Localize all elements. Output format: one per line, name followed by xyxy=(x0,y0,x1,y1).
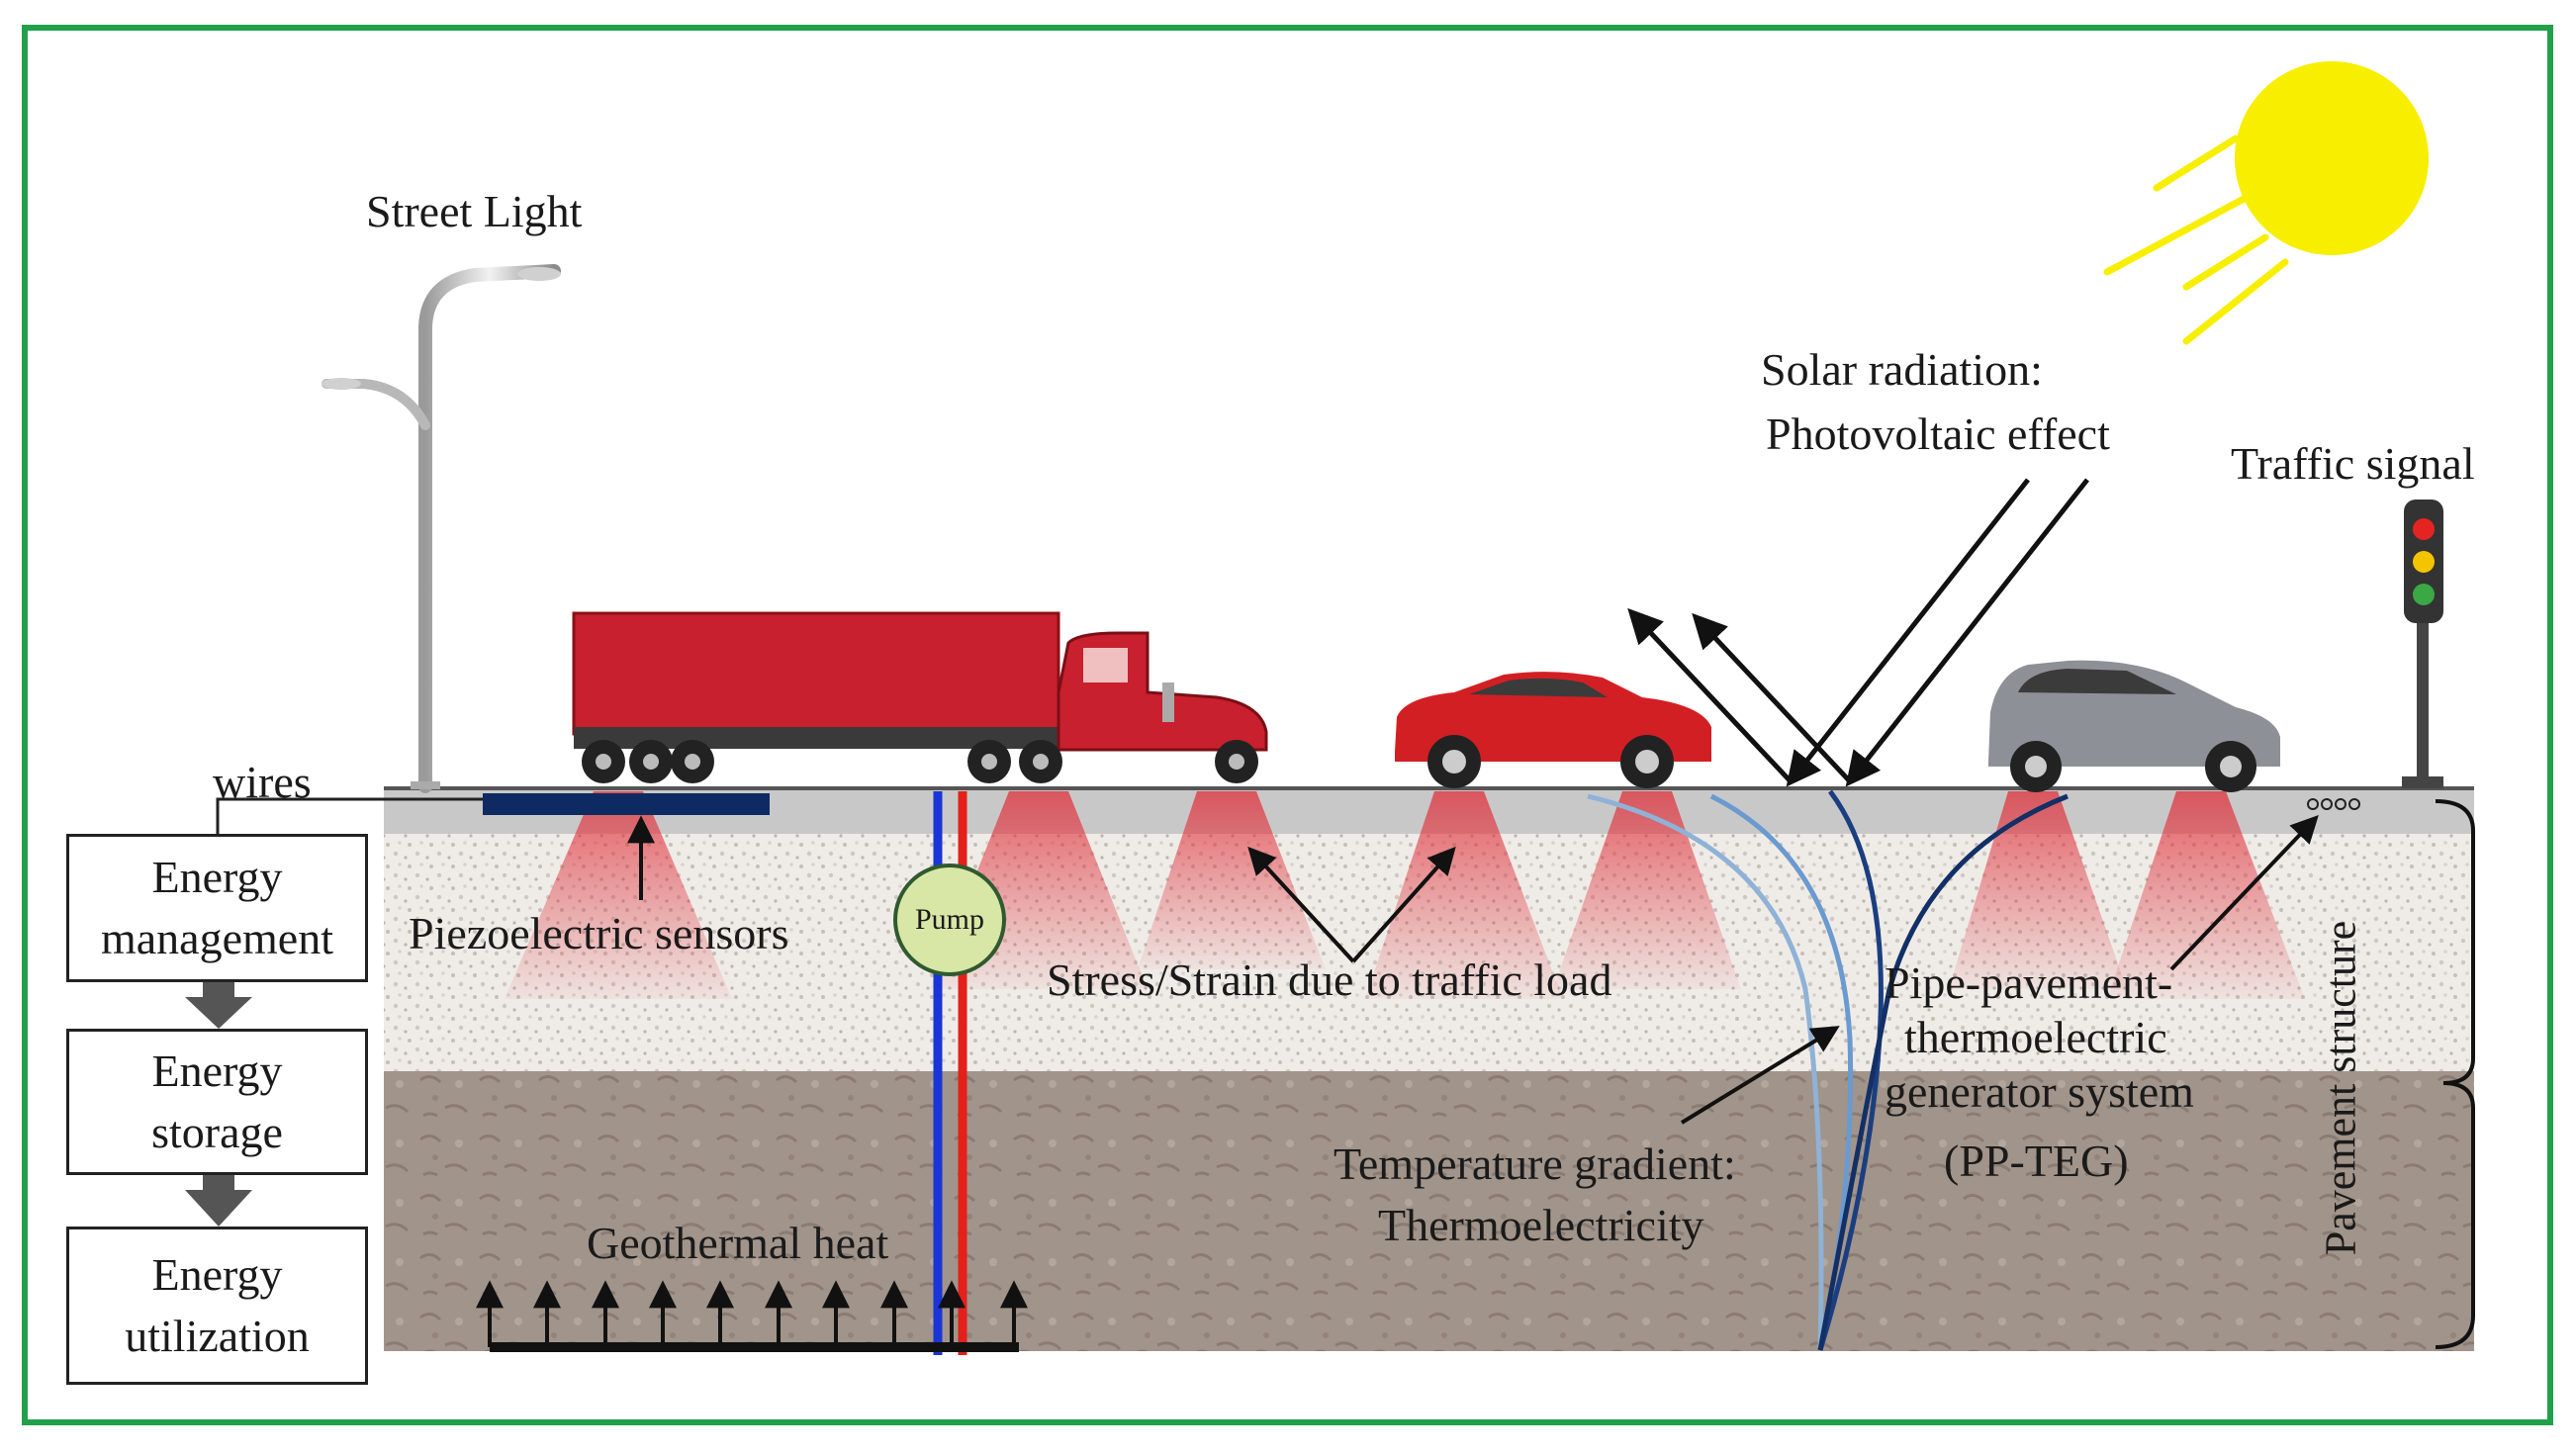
box-line: storage xyxy=(151,1107,283,1157)
sun-icon xyxy=(2103,61,2429,345)
energy-utilization-box: Energy utilization xyxy=(66,1227,368,1385)
box-line: utilization xyxy=(125,1311,310,1361)
box-line: Energy xyxy=(151,851,283,902)
temp-label-line1: Temperature gradient: xyxy=(1334,1138,1736,1189)
piezo-label: Piezoelectric sensors xyxy=(409,908,789,958)
box-line: Energy xyxy=(151,1248,283,1300)
temp-label-line2: Thermoelectricity xyxy=(1378,1200,1704,1250)
wires-label: wires xyxy=(213,757,312,807)
pavement-brace xyxy=(2435,799,2475,1349)
teg-label-line2: thermoelectric xyxy=(1904,1012,2167,1062)
geothermal-arrows xyxy=(476,1280,1028,1352)
red-car-icon xyxy=(1395,672,1711,788)
geothermal-label: Geothermal heat xyxy=(587,1218,889,1268)
street-light-label: Street Light xyxy=(366,186,583,236)
energy-storage-box: Energy storage xyxy=(66,1029,368,1175)
flow-arrows xyxy=(185,982,252,1227)
box-line: Energy xyxy=(151,1045,283,1096)
pump-label: Pump xyxy=(914,903,985,936)
outer-frame xyxy=(22,25,2553,1425)
energy-management-box: Energy management xyxy=(66,834,368,982)
solar-arrows xyxy=(1627,478,2089,787)
teg-label-line1: Pipe-pavement- xyxy=(1885,957,2173,1008)
pavement-structure-label: Pavement structure xyxy=(2316,920,2365,1256)
stress-label: Stress/Strain due to traffic load xyxy=(1047,955,1612,1005)
box-line: management xyxy=(100,913,333,963)
sensor-dots xyxy=(2307,798,2360,810)
solar-label-line2: Photovoltaic effect xyxy=(1766,409,2110,459)
wire-line xyxy=(216,797,483,836)
pipe-curves xyxy=(1587,789,2069,1351)
solar-label-line1: Solar radiation: xyxy=(1761,344,2043,395)
pump-icon xyxy=(893,864,1006,976)
street-light-icon xyxy=(322,264,561,793)
truck-icon xyxy=(572,611,1268,783)
gray-car-icon xyxy=(1988,660,2280,792)
annotation-arrows xyxy=(627,814,2319,1125)
traffic-signal-label: Traffic signal xyxy=(2231,438,2475,489)
traffic-signal-icon xyxy=(2402,500,2443,788)
piezo-plate xyxy=(483,793,770,815)
teg-label-line3: generator system xyxy=(1885,1066,2194,1117)
teg-label-line4: (PP-TEG) xyxy=(1944,1136,2129,1186)
